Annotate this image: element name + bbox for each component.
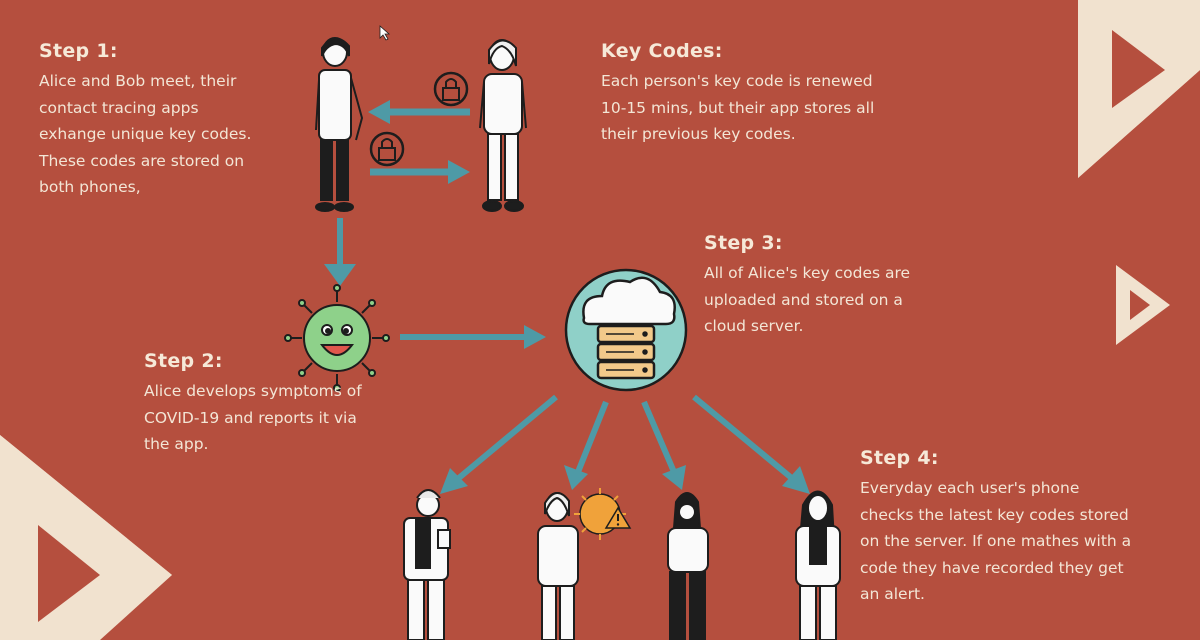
step1-line: Alice and Bob meet, their [39,72,237,90]
step4-title: Step 4: [860,447,939,469]
step2-line: COVID-19 and reports it via [144,408,357,427]
step1-line: contact tracing apps [39,98,199,117]
alice-figure [315,37,364,212]
decor-play-top-right [1078,0,1200,178]
key-codes-line: Each person's key code is renewed [601,72,873,90]
step3-line: cloud server. [704,317,804,335]
step1-line: both phones, [39,178,141,196]
exchange-arrow-right [370,160,470,184]
step3-line: uploaded and stored on a [704,290,903,309]
step3-text: Step 3: All of Alice's key codes are upl… [704,232,910,340]
step3-title: Step 3: [704,232,783,254]
key-codes-line: 10-15 mins, but their app stores all [601,98,875,117]
user-figure-3 [667,492,709,640]
lock-icon [433,71,469,107]
lock-icon-2 [369,131,405,167]
step4-line: on the server. If one mathes with a [860,532,1132,550]
exchange-arrow-left [368,100,470,124]
step2-title: Step 2: [144,350,223,372]
step3-line: All of Alice's key codes are [704,264,911,282]
step4-line: checks the latest key codes stored [860,505,1129,524]
decor-play-bottom-left [0,435,172,640]
mouse-cursor-icon [379,25,391,41]
step4-line: Everyday each user's phone [860,479,1080,497]
step4-line: code they have recorded they get [860,558,1124,577]
virus-icon [284,284,390,392]
arrow-down-to-virus [324,218,356,286]
user-figure-4 [795,490,841,640]
step1-text: Step 1: Alice and Bob meet, their contac… [39,40,251,201]
cloud-server-icon [564,268,688,392]
user-figure-2 [537,492,579,640]
decor-play-mid-right [1116,265,1170,345]
arrow-to-cloud [400,325,546,349]
user-figure-1 [403,489,451,640]
key-codes-line: their previous key codes. [601,125,796,143]
step2-text: Step 2: Alice develops symptoms of COVID… [144,350,362,458]
arrows-to-users [440,394,810,494]
key-codes-text: Key Codes: Each person's key code is ren… [601,40,874,148]
step2-line: Alice develops symptoms of [144,382,362,400]
bob-figure [479,39,527,212]
step4-text: Step 4: Everyday each user's phone check… [860,447,1131,608]
step4-line: an alert. [860,585,925,603]
step1-title: Step 1: [39,40,118,62]
step2-line: the app. [144,435,209,453]
step1-line: exhange unique key codes. [39,125,252,143]
step1-line: These codes are stored on [39,151,245,170]
alert-virus-icon [574,488,632,540]
key-codes-title: Key Codes: [601,40,723,62]
